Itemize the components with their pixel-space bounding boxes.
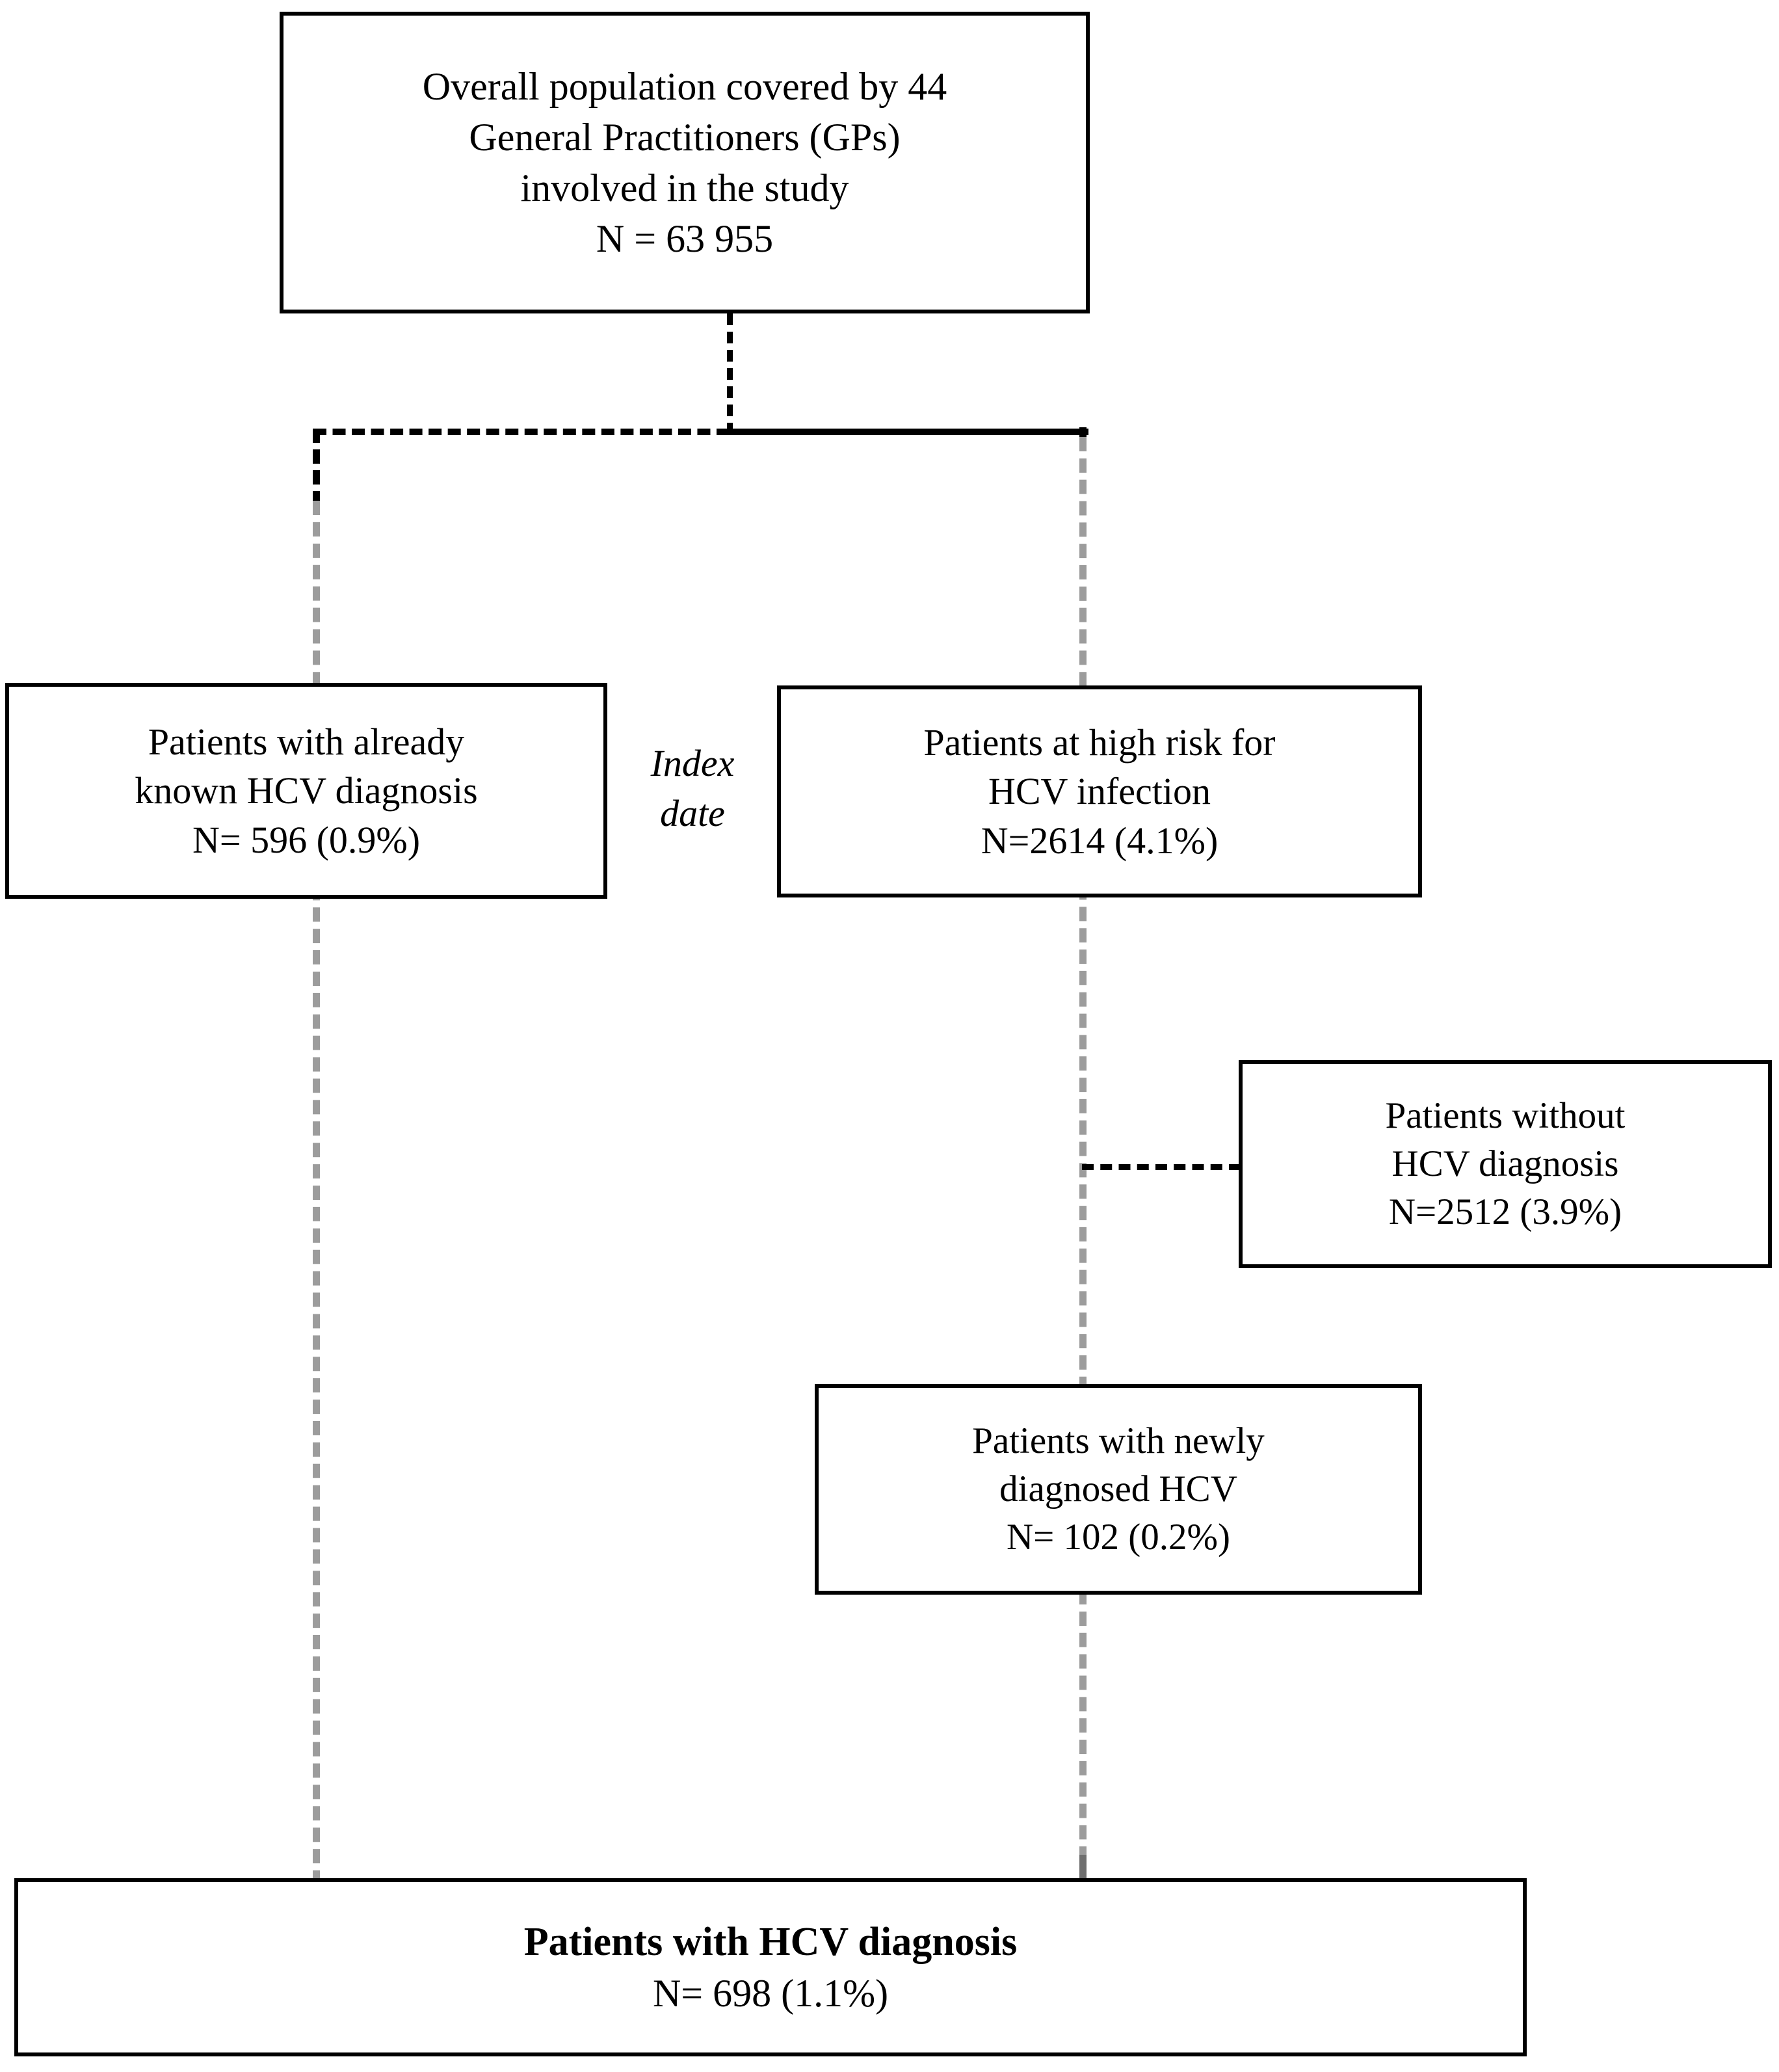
node-final-title: Patients with HCV diagnosis xyxy=(523,1919,1018,1964)
node-newly-line-2: diagnosed HCV xyxy=(999,1468,1237,1509)
node-known-line-1: Patients with already xyxy=(148,720,465,763)
node-overall-line-2: General Practitioners (GPs) xyxy=(469,116,901,159)
node-overall-population: Overall population covered by 44 General… xyxy=(280,12,1090,313)
node-known-line-2: known HCV diagnosis xyxy=(135,769,478,812)
node-final-count: N= 698 (1.1%) xyxy=(652,1972,889,2015)
node-known-hcv-diagnosis: Patients with already known HCV diagnosi… xyxy=(5,683,607,899)
node-overall-line-4: N = 63 955 xyxy=(596,217,774,260)
connector-right-branch-tip xyxy=(1079,1855,1087,1881)
node-highrisk-line-1: Patients at high risk for xyxy=(923,721,1276,764)
connector-left-branch-top xyxy=(313,429,320,505)
node-high-risk-hcv-infection: Patients at high risk for HCV infection … xyxy=(777,685,1422,897)
connector-left-branch-timeline xyxy=(313,501,320,1885)
connector-right-branch-timeline xyxy=(1079,437,1087,1882)
connector-overall-to-split xyxy=(727,313,733,434)
node-newly-line-3: N= 102 (0.2%) xyxy=(1006,1517,1230,1558)
node-known-line-3: N= 596 (0.9%) xyxy=(192,818,421,861)
node-without-hcv-diagnosis: Patients without HCV diagnosis N=2512 (3… xyxy=(1239,1060,1772,1268)
index-date-line-1: Index xyxy=(650,742,735,784)
node-without-line-1: Patients without xyxy=(1385,1095,1626,1136)
node-overall-line-3: involved in the study xyxy=(520,166,849,209)
node-newly-diagnosed-hcv: Patients with newly diagnosed HCV N= 102… xyxy=(815,1384,1422,1595)
node-without-line-3: N=2512 (3.9%) xyxy=(1388,1191,1622,1233)
index-date-label: Index date xyxy=(627,739,758,838)
node-newly-line-1: Patients with newly xyxy=(972,1420,1265,1461)
node-highrisk-line-3: N=2614 (4.1%) xyxy=(981,819,1219,862)
connector-split-bar-left xyxy=(313,429,730,435)
node-patients-with-hcv-diagnosis: Patients with HCV diagnosis N= 698 (1.1%… xyxy=(14,1878,1527,2056)
node-highrisk-line-2: HCV infection xyxy=(988,770,1211,813)
node-without-line-2: HCV diagnosis xyxy=(1391,1143,1619,1184)
connector-right-branch-top xyxy=(1079,427,1087,442)
node-overall-line-1: Overall population covered by 44 xyxy=(422,65,947,108)
connector-split-bar-right xyxy=(727,429,1088,435)
index-date-line-2: date xyxy=(660,791,725,834)
connector-to-without-diagnosis xyxy=(1082,1164,1241,1170)
